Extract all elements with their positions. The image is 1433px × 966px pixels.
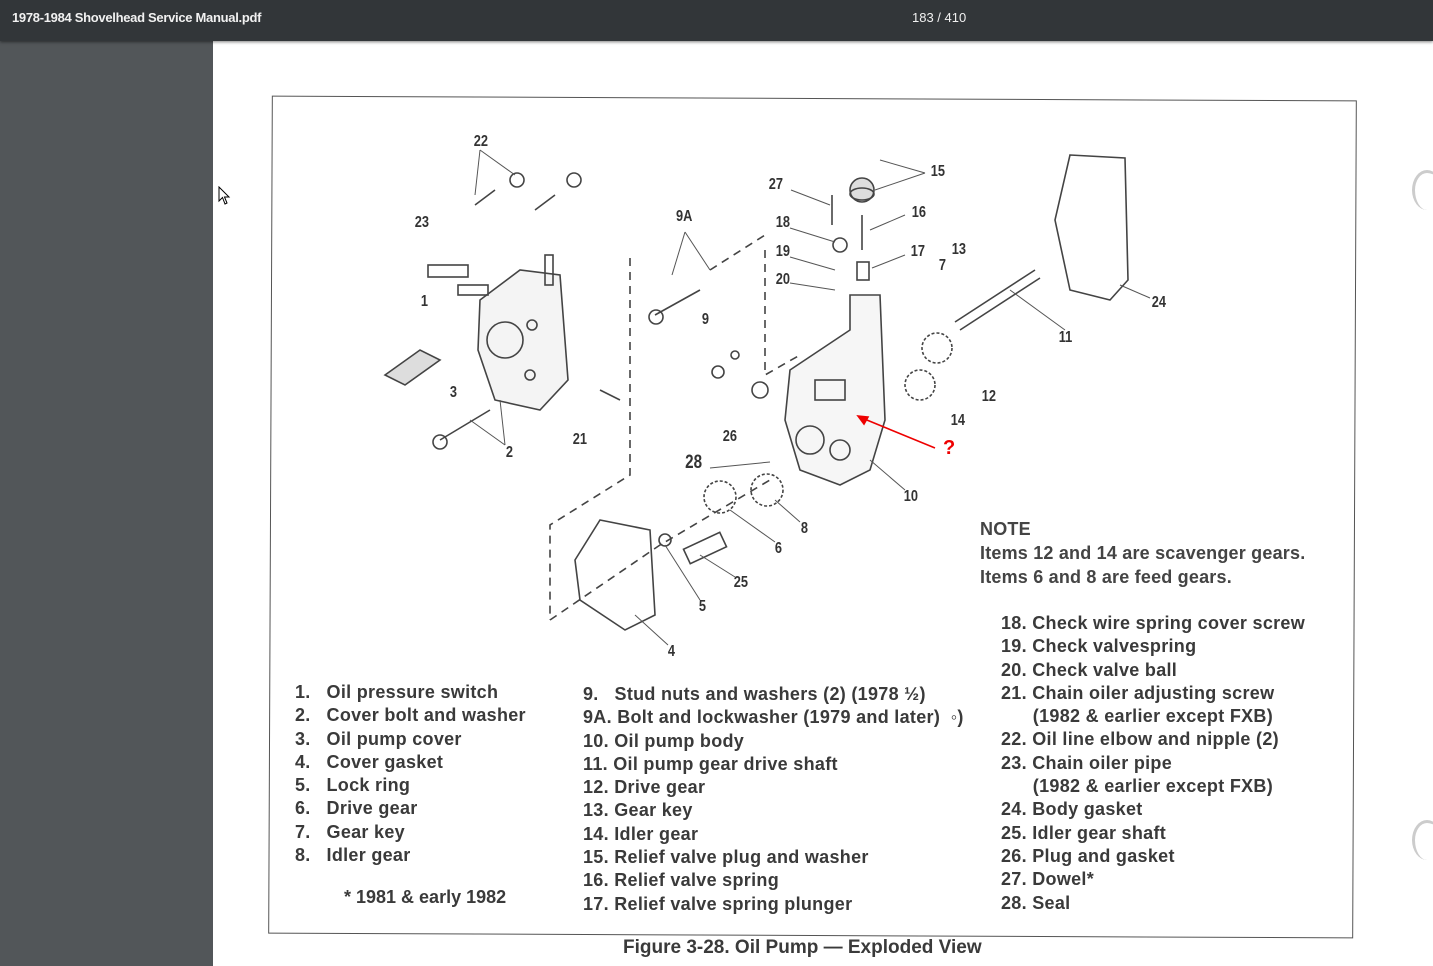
- legend-item: 21. Chain oiler adjusting screw: [1001, 682, 1275, 703]
- legend-item: (1982 & earlier except FXB): [1001, 706, 1274, 727]
- gaskets: [574, 154, 1129, 631]
- callout-label: 16: [911, 204, 927, 221]
- callout-label: 11: [1058, 329, 1073, 346]
- note-line: Items 12 and 14 are scavenger gears.: [980, 543, 1306, 563]
- callout-label: 10: [903, 488, 919, 505]
- callout-label: 20: [775, 271, 791, 288]
- callout-label: 19: [775, 243, 791, 260]
- legend-item: 13. Gear key: [583, 800, 693, 821]
- footnote: * 1981 & early 1982: [344, 887, 507, 907]
- legend-item: 6. Drive gear: [295, 798, 418, 819]
- page-indicator[interactable]: 183 / 410: [912, 10, 967, 25]
- document-title: 1978-1984 Shovelhead Service Manual.pdf: [12, 10, 262, 25]
- legend-item: 22. Oil line elbow and nipple (2): [1001, 729, 1279, 750]
- callout-label: 12: [981, 388, 997, 405]
- callout-label: 3: [449, 384, 458, 401]
- callout-label: 21: [572, 431, 588, 448]
- legend-item: 24. Body gasket: [1001, 799, 1143, 820]
- callout-label: 7: [938, 257, 947, 274]
- callout-label: 14: [950, 412, 966, 429]
- gears: [658, 269, 1041, 565]
- legend-column-2: 9. Stud nuts and washers (2) (1978 ½) 9A…: [583, 683, 964, 916]
- callout-label: 5: [698, 598, 707, 615]
- legend-item: 5. Lock ring: [295, 775, 411, 796]
- legend-column-3: 18. Check wire spring cover screw 19. Ch…: [1001, 612, 1305, 915]
- page-curl-decoration: [1412, 170, 1433, 210]
- callout-label: 15: [930, 163, 946, 180]
- legend-item: 9A. Bolt and lockwasher (1979 and later)…: [583, 707, 964, 728]
- legend-item: 9. Stud nuts and washers (2) (1978 ½): [583, 684, 926, 704]
- note-title: NOTE: [980, 519, 1031, 539]
- callout-label: 6: [774, 540, 783, 557]
- legend-item: 23. Chain oiler pipe: [1001, 752, 1173, 773]
- toolbar: 1978-1984 Shovelhead Service Manual.pdf …: [0, 0, 1433, 41]
- legend-item: 12. Drive gear: [583, 777, 706, 798]
- callout-label: 8: [800, 520, 809, 537]
- callout-label: 17: [910, 243, 926, 260]
- mouse-cursor-icon: [218, 186, 231, 205]
- legend-item: 7. Gear key: [295, 821, 405, 842]
- callout-label: 2: [505, 444, 514, 461]
- page-curl-decoration: [1412, 820, 1433, 860]
- callout-label: 9A: [676, 208, 693, 225]
- note-block: NOTE Items 12 and 14 are scavenger gears…: [980, 517, 1305, 589]
- sidebar: [0, 41, 213, 966]
- legend-item: 25. Idler gear shaft: [1001, 822, 1167, 843]
- callout-label: 23: [414, 214, 430, 231]
- annotation-arrow: [856, 415, 936, 449]
- legend-item: 11. Oil pump gear drive shaft: [583, 753, 838, 774]
- callout-label: 24: [1151, 294, 1167, 311]
- callout-label: 22: [473, 133, 489, 150]
- callout-label: 25: [733, 574, 749, 591]
- legend-item: 2. Cover bolt and washer: [295, 705, 526, 726]
- callout-label: 26: [722, 428, 738, 445]
- callout-label: 28: [685, 452, 703, 473]
- oil-pump-cover: [383, 172, 582, 450]
- legend-item: 17. Relief valve spring plunger: [583, 893, 853, 914]
- legend-item: 10. Oil pump body: [583, 730, 745, 751]
- legend-item: 4. Cover gasket: [295, 751, 444, 772]
- callout-label: 1: [420, 293, 429, 310]
- legend-item: 16. Relief valve spring: [583, 870, 779, 891]
- legend-item: 20. Check valve ball: [1001, 659, 1178, 680]
- legend-item: (1982 & earlier except FXB): [1001, 776, 1274, 797]
- legend-item: 3. Oil pump cover: [295, 728, 462, 749]
- legend-item: 15. Relief valve plug and washer: [583, 847, 869, 868]
- callout-label: 4: [667, 643, 676, 660]
- legend-item: 18. Check wire spring cover screw: [1001, 613, 1306, 633]
- callout-label: 13: [951, 241, 967, 258]
- callout-label: 9: [701, 311, 710, 328]
- pdf-page: [213, 41, 1433, 966]
- legend-item: 26. Plug and gasket: [1001, 845, 1175, 866]
- oil-pump-body: [599, 177, 886, 486]
- legend-item: 19. Check valvespring: [1001, 636, 1197, 657]
- legend-item: 8. Idler gear: [295, 845, 411, 866]
- legend-item: 14. Idler gear: [583, 823, 699, 844]
- note-line: Items 6 and 8 are feed gears.: [980, 567, 1232, 587]
- callout-label: 18: [775, 214, 791, 231]
- question-mark-annotation: ?: [943, 437, 956, 459]
- legend-item: 1. Oil pressure switch: [295, 682, 499, 702]
- callout-label: 27: [768, 176, 784, 193]
- figure-caption: Figure 3-28. Oil Pump — Exploded View: [623, 937, 982, 958]
- legend-item: 28. Seal: [1001, 892, 1071, 913]
- legend-item: 27. Dowel*: [1001, 869, 1095, 890]
- legend-column-1: 1. Oil pressure switch 2. Cover bolt and…: [295, 681, 526, 867]
